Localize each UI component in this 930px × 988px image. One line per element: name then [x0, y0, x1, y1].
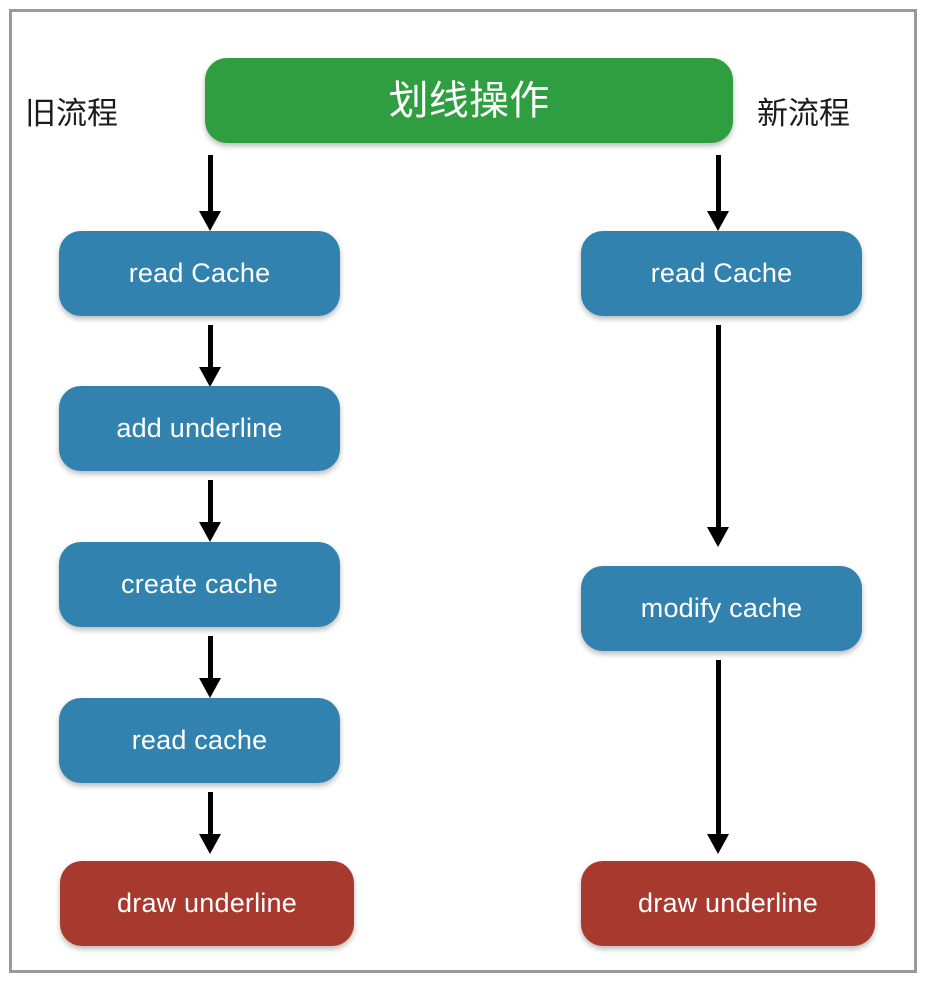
start-node[interactable]: 划线操作: [205, 58, 733, 143]
right-step-2-label: modify cache: [640, 592, 803, 623]
left-step-2[interactable]: add underline: [59, 386, 340, 471]
diagram-frame: 划线操作 旧流程 新流程 read Cache add underline cr…: [9, 9, 917, 973]
right-step-2[interactable]: modify cache: [581, 566, 862, 651]
left-step-5-label: draw underline: [117, 887, 297, 918]
left-step-3-label: create cache: [121, 568, 278, 599]
left-step-1[interactable]: read Cache: [59, 231, 340, 316]
left-step-5[interactable]: draw underline: [60, 861, 354, 946]
right-step-3[interactable]: draw underline: [581, 861, 875, 946]
left-step-4[interactable]: read cache: [59, 698, 340, 783]
right-step-1[interactable]: read Cache: [581, 231, 862, 316]
left-step-1-label: read Cache: [128, 257, 271, 288]
left-flow-caption: 旧流程: [25, 96, 118, 131]
right-step-1-label: read Cache: [650, 257, 793, 288]
left-step-2-label: add underline: [116, 412, 283, 443]
start-node-label: 划线操作: [388, 78, 550, 123]
left-step-3[interactable]: create cache: [59, 542, 340, 627]
left-step-4-label: read cache: [131, 724, 268, 755]
right-step-3-label: draw underline: [638, 887, 818, 918]
right-flow-caption: 新流程: [757, 96, 850, 131]
